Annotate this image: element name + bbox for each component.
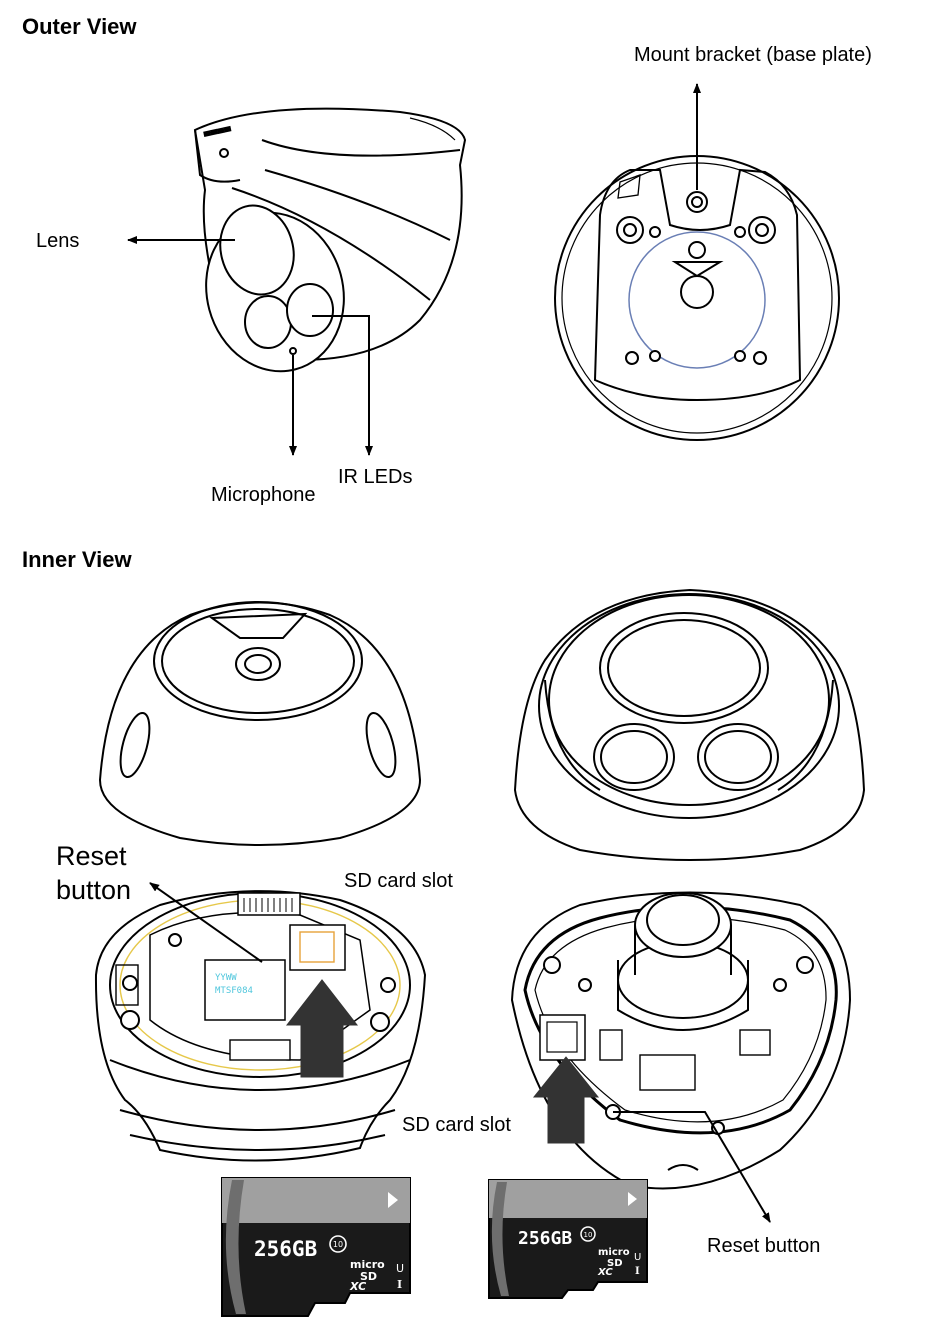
reset-button-left-line2: button: [56, 875, 132, 905]
inner-view-heading: Inner View: [22, 547, 132, 572]
pcb-marking-line2: MTSF084: [215, 986, 253, 996]
reset-button-left-label: Reset button: [56, 839, 131, 907]
sd-card-left-brand-micro: micro: [350, 1258, 385, 1271]
mount-bracket-base: [554, 155, 840, 441]
sd-card-right-uhs: U: [634, 1252, 641, 1263]
outer-view-heading: Outer View: [22, 14, 137, 39]
reset-button-left-line1: Reset: [56, 841, 127, 871]
reset-button-left-callout: [149, 882, 263, 963]
sd-card-slot-bottom-label: SD card slot: [402, 1114, 511, 1136]
sd-insert-arrow-right: [532, 1056, 600, 1144]
camera-base-left: [94, 890, 427, 1162]
sd-card-left-uhs: U: [396, 1262, 404, 1275]
camera-base-right: [510, 891, 852, 1190]
pcb-marking-line1: YYWW: [215, 973, 237, 983]
sd-card-right-class-icon: [580, 1226, 596, 1242]
sd-card-left-class: 10: [333, 1240, 343, 1249]
dome-camera-outer: [193, 107, 467, 373]
sd-card-right-brand-sd: SD: [607, 1258, 623, 1269]
sd-card-left: [221, 1177, 411, 1317]
sd-card-right-brand-micro: micro: [598, 1247, 630, 1258]
reset-button-right-callout: [613, 1111, 771, 1223]
dome-cover-right: [513, 588, 866, 861]
microphone-label: Microphone: [211, 484, 316, 506]
sd-card-left-capacity: 256GB: [254, 1237, 317, 1261]
sd-card-right-capacity: 256GB: [518, 1228, 572, 1249]
sd-card-left-brand-xc: XC: [349, 1280, 366, 1293]
lens-label: Lens: [36, 230, 80, 252]
reset-button-right-label: Reset button: [707, 1235, 821, 1257]
sd-card-left-uhs-grade: I: [397, 1278, 402, 1291]
sd-card-right: [488, 1179, 648, 1299]
sd-card-right-brand-xc: XC: [597, 1267, 613, 1278]
sd-insert-arrow-left: [285, 979, 359, 1078]
ir-leds-callout: [312, 315, 373, 456]
sd-card-left-brand-sd: SD: [360, 1270, 377, 1283]
ir-leds-label: IR LEDs: [338, 466, 413, 488]
sd-card-left-class-icon: [329, 1235, 347, 1253]
mount-bracket-label: Mount bracket (base plate): [634, 44, 872, 66]
sd-card-right-class: 10: [584, 1231, 593, 1239]
sd-card-slot-top-label: SD card slot: [344, 870, 453, 892]
sd-card-right-uhs-grade: I: [635, 1266, 640, 1277]
dome-cover-left: [98, 601, 422, 846]
